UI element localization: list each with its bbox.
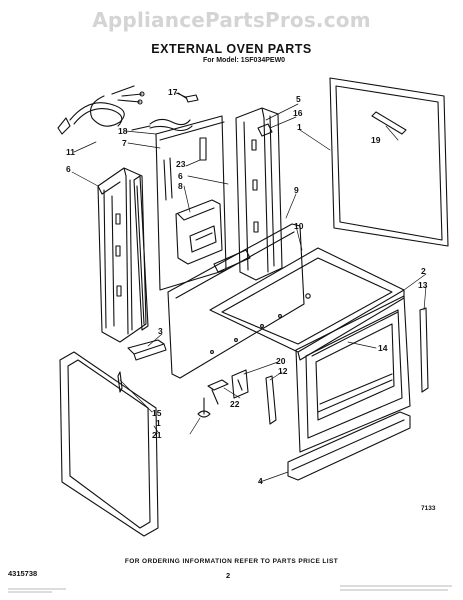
left-side-panel — [97, 167, 147, 343]
page-number: 2 — [226, 571, 231, 580]
right-side-panel — [235, 107, 283, 281]
callout-7: 7 — [122, 138, 127, 148]
oven-window-assembly — [295, 295, 411, 453]
callout-5: 5 — [296, 94, 301, 104]
callout-4: 4 — [258, 476, 263, 486]
callout-1b: 1 — [156, 418, 161, 428]
front-trim-strip-left — [133, 175, 149, 331]
callout-23: 23 — [176, 159, 186, 169]
callout-14: 14 — [378, 343, 388, 353]
callout-17: 17 — [168, 87, 178, 97]
callout-1: 1 — [297, 122, 302, 132]
callout-18: 18 — [118, 126, 128, 136]
callout-12: 12 — [278, 366, 288, 376]
part-8-vent-duct — [175, 199, 223, 265]
figure-id: 7133 — [421, 505, 436, 512]
callout-10: 10 — [294, 221, 304, 231]
page-title: EXTERNAL OVEN PARTS — [151, 42, 312, 56]
part-18-lead — [131, 118, 193, 132]
callout-16: 16 — [293, 108, 303, 118]
callout-11: 11 — [66, 147, 75, 157]
fine-print-left — [8, 587, 68, 594]
callout-20: 20 — [276, 356, 286, 366]
callout-9: 9 — [294, 185, 299, 195]
leader-lines — [71, 92, 427, 483]
watermark: AppliancePartsPros.com — [92, 8, 371, 32]
part-22-leg — [207, 379, 229, 405]
part-17-clip — [177, 92, 199, 103]
front-frame-panel — [167, 223, 305, 379]
part-3-bracket — [127, 339, 167, 361]
document-number: 4315738 — [8, 569, 38, 578]
callout-labels: 17 5 16 1 18 7 19 11 23 6 6 8 9 10 2 13 … — [66, 87, 428, 486]
callout-6: 6 — [178, 171, 183, 181]
callout-6b: 6 — [66, 164, 71, 174]
part-12-bracket — [265, 375, 277, 425]
part-21-foot — [197, 397, 211, 418]
ordering-note: FOR ORDERING INFORMATION REFER TO PARTS … — [124, 558, 339, 565]
callout-21: 21 — [152, 430, 162, 440]
callout-22: 22 — [230, 399, 240, 409]
callout-3: 3 — [158, 326, 163, 336]
callout-8: 8 — [178, 181, 183, 191]
callout-13: 13 — [418, 280, 428, 290]
fine-print-right — [340, 584, 455, 593]
part-13-strip — [419, 307, 429, 393]
model-subtitle: For Model: 1SF034PEW0 — [203, 57, 286, 64]
callout-15: 15 — [152, 408, 162, 418]
part-20-bracket — [231, 369, 249, 399]
callout-19: 19 — [371, 135, 381, 145]
callout-2: 2 — [421, 266, 426, 276]
wire-harness — [57, 85, 145, 135]
part-4-kick-plate — [287, 411, 411, 481]
part-15-rod — [117, 371, 123, 393]
back-panel — [329, 77, 449, 247]
door-panel-lower — [59, 351, 159, 537]
